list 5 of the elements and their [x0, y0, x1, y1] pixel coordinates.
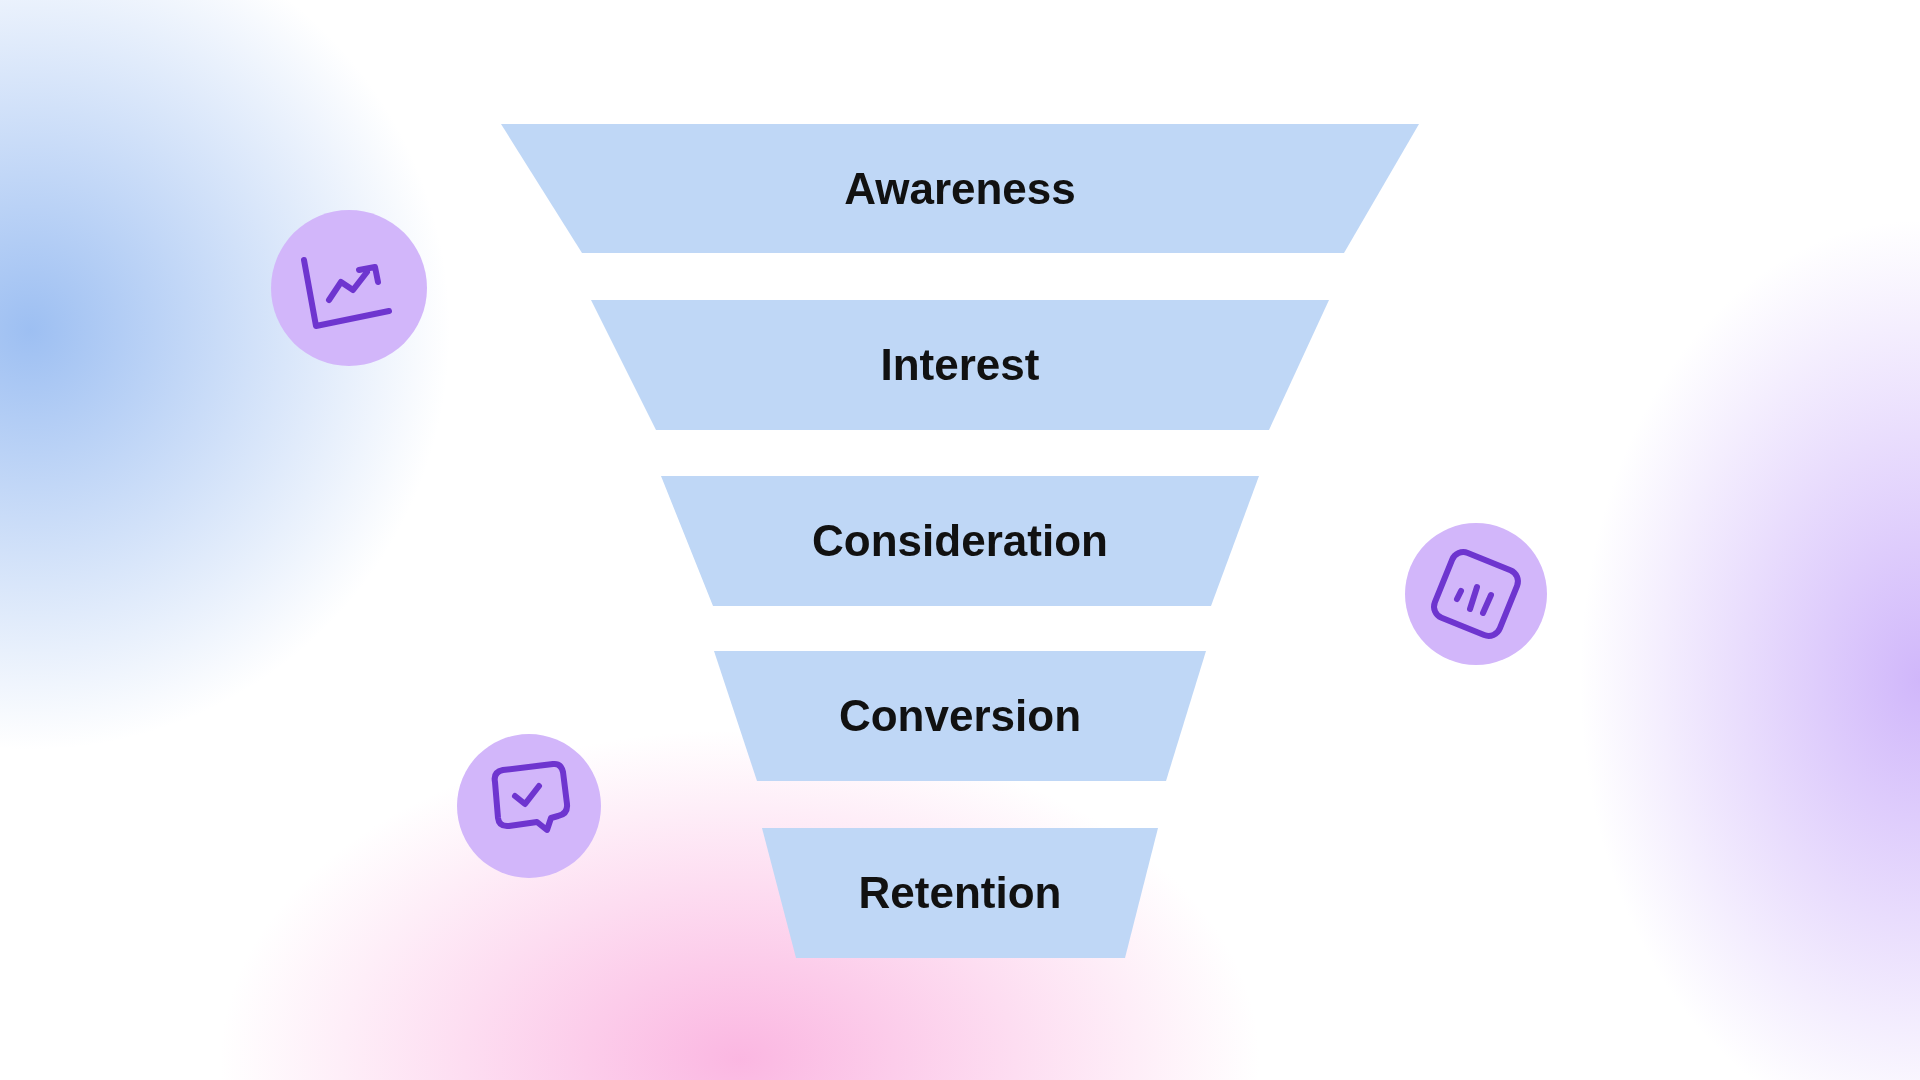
stage-label: Interest: [880, 340, 1040, 390]
stage-label: Retention: [858, 868, 1062, 918]
stage-label: Consideration: [812, 516, 1108, 566]
stage-label: Conversion: [838, 691, 1081, 741]
stage-label: Awareness: [844, 163, 1076, 214]
